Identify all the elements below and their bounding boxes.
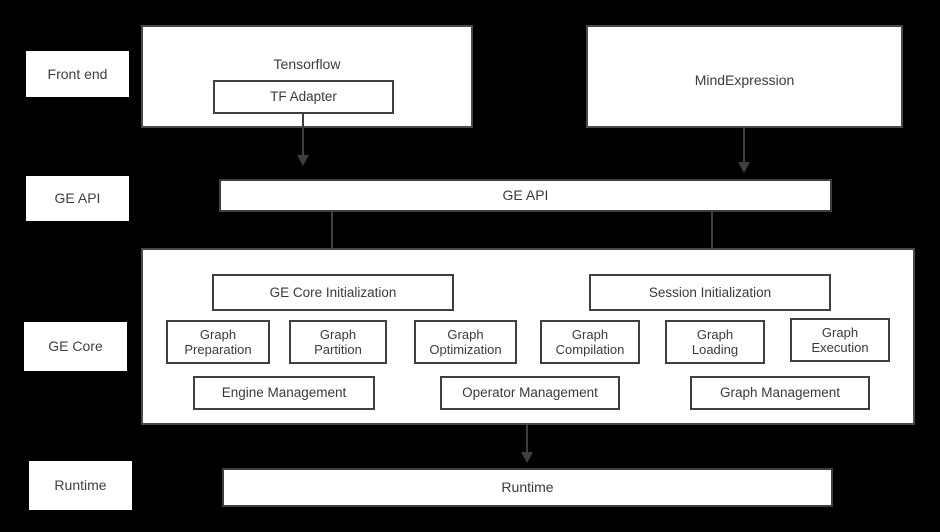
graph-compilation-box[interactable]: Graph Compilation <box>540 320 640 364</box>
session-initialization-box[interactable]: Session Initialization <box>589 274 831 311</box>
graph-execution-box[interactable]: Graph Execution <box>790 318 890 362</box>
mindexpression-container: MindExpression <box>586 25 903 128</box>
stage-label-runtime: Runtime <box>29 461 132 510</box>
engine-management-box[interactable]: Engine Management <box>193 376 375 410</box>
edge-mindexpression-to-ge-api-arrowhead <box>738 162 750 173</box>
operator-management-box[interactable]: Operator Management <box>440 376 620 410</box>
edge-tf-adapter-to-ge-api-arrowhead <box>297 155 309 166</box>
graph-partition-box[interactable]: Graph Partition <box>289 320 387 364</box>
edge-mindexpression-to-ge-api <box>743 128 745 166</box>
stage-label-ge-api: GE API <box>26 176 129 221</box>
ge-api-bar[interactable]: GE API <box>219 179 832 212</box>
ge-core-initialization-box[interactable]: GE Core Initialization <box>212 274 454 311</box>
mindexpression-title: MindExpression <box>694 72 795 88</box>
graph-preparation-box[interactable]: Graph Preparation <box>166 320 270 364</box>
graph-optimization-box[interactable]: Graph Optimization <box>414 320 517 364</box>
tensorflow-title: Tensorflow <box>273 56 341 72</box>
edge-tf-adapter-to-ge-api <box>302 113 304 158</box>
stage-label-front-end: Front end <box>26 51 129 97</box>
edge-ge-api-to-session-init <box>711 212 713 262</box>
runtime-bar[interactable]: Runtime <box>222 468 833 507</box>
tf-adapter-box[interactable]: TF Adapter <box>213 80 394 114</box>
graph-management-box[interactable]: Graph Management <box>690 376 870 410</box>
stage-label-ge-core: GE Core <box>24 322 127 371</box>
graph-loading-box[interactable]: Graph Loading <box>665 320 765 364</box>
edge-ge-api-to-ge-core-init <box>331 212 333 262</box>
edge-ge-core-to-runtime <box>526 425 528 455</box>
edge-ge-core-to-runtime-arrowhead <box>521 452 533 463</box>
